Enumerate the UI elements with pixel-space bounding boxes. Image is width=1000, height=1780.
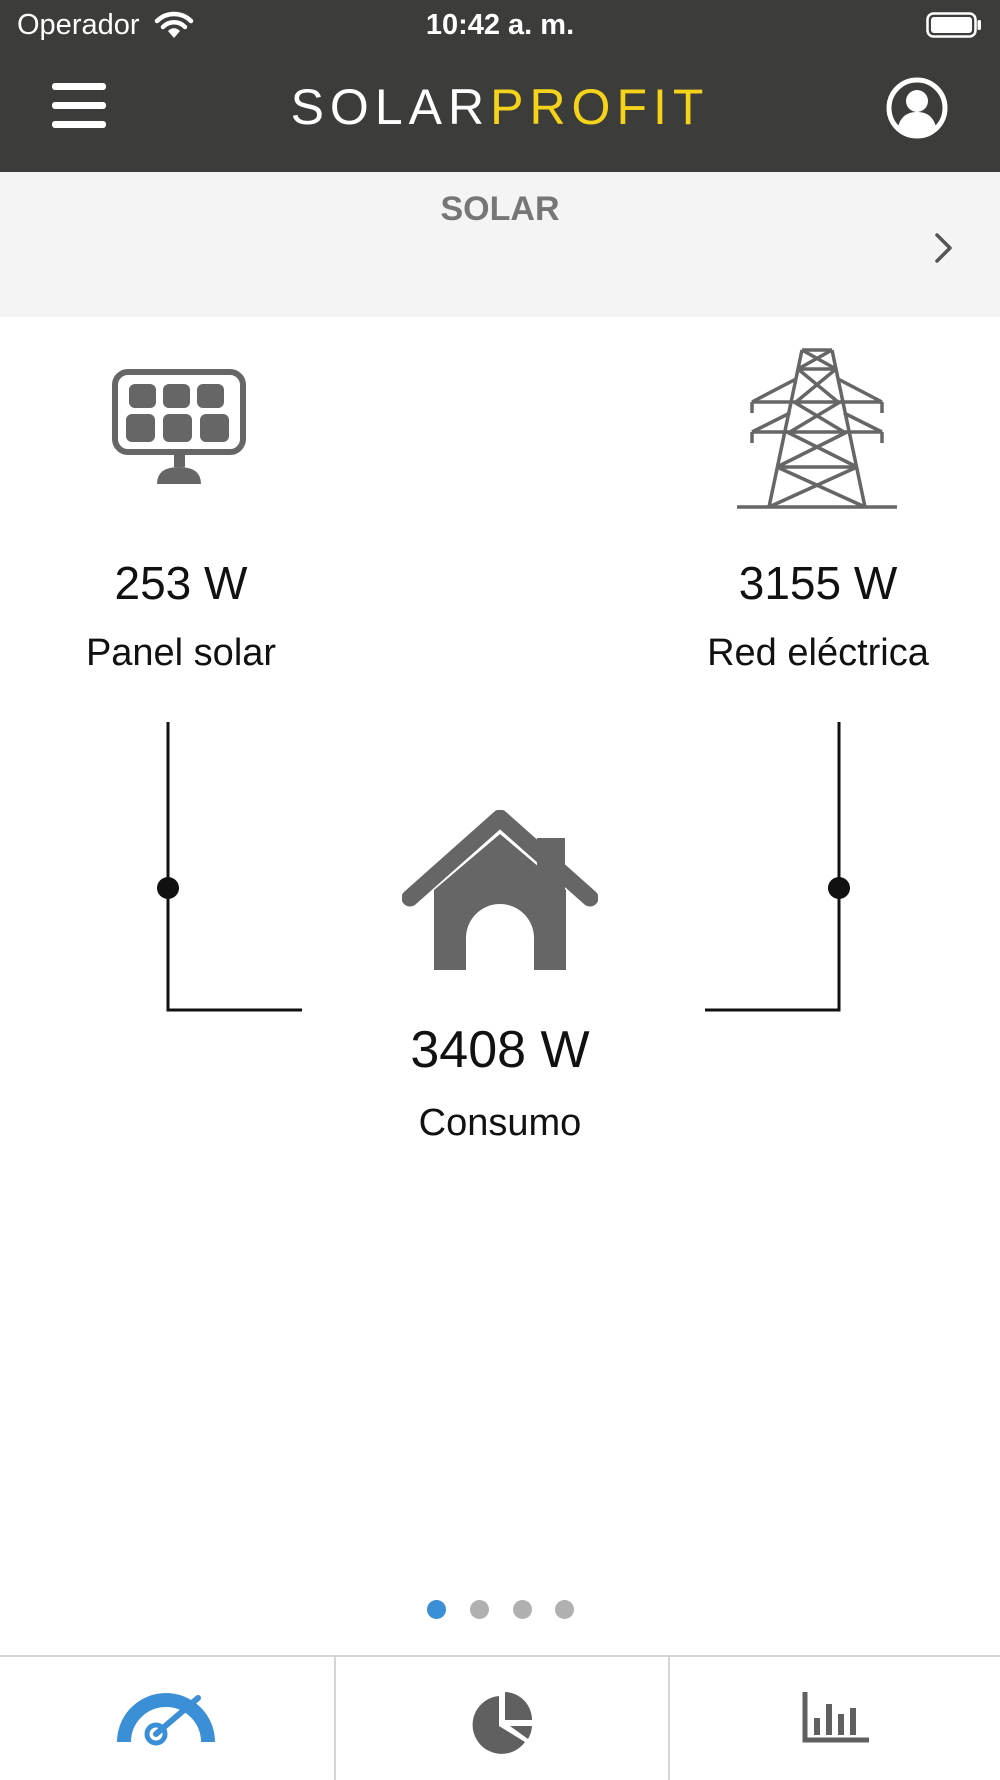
brand-logo-part-solar: SOLAR xyxy=(290,79,491,135)
wifi-icon xyxy=(154,11,194,38)
consumption-label: Consumo xyxy=(418,1102,582,1144)
grid-label: Red eléctrica xyxy=(707,632,929,674)
status-bar: Operador 10:42 a. m. xyxy=(0,0,1000,50)
consumption-value: 3408 W xyxy=(410,1021,590,1079)
page-dot-3[interactable] xyxy=(513,1600,532,1619)
clock: 10:42 a. m. xyxy=(425,9,575,41)
tab-dashboard[interactable] xyxy=(0,1657,332,1780)
power-tower-icon xyxy=(737,348,897,509)
carrier-name: Operador xyxy=(17,9,140,41)
tab-distribution[interactable] xyxy=(334,1657,668,1780)
brand-logo: SOLARPROFIT xyxy=(0,78,1000,136)
solar-panel-icon xyxy=(112,369,246,484)
battery-icon xyxy=(926,12,981,38)
hamburger-icon[interactable] xyxy=(52,83,106,129)
chevron-right-icon[interactable] xyxy=(928,228,958,268)
house-icon xyxy=(402,810,598,970)
page-dot-4[interactable] xyxy=(555,1600,574,1619)
page-indicator xyxy=(0,1600,1000,1620)
solar-power-value: 253 W xyxy=(114,557,248,609)
solar-flow-indicator xyxy=(157,877,179,899)
grid-flow-indicator xyxy=(828,877,850,899)
brand-logo-part-profit: PROFIT xyxy=(490,79,710,135)
grid-power-value: 3155 W xyxy=(738,557,898,609)
section-title: SOLAR xyxy=(440,190,560,228)
user-circle-icon[interactable] xyxy=(886,77,948,139)
page-dot-1[interactable] xyxy=(427,1600,446,1619)
gauge-icon xyxy=(117,1693,215,1746)
page-dot-2[interactable] xyxy=(470,1600,489,1619)
header-bar: SOLARPROFIT xyxy=(0,50,1000,172)
bar-chart-icon xyxy=(802,1692,869,1743)
tab-statistics[interactable] xyxy=(668,1657,1000,1780)
solar-label: Panel solar xyxy=(85,632,277,674)
section-selector: SOLAR xyxy=(0,172,1000,317)
pie-chart-icon xyxy=(472,1692,532,1754)
bottom-tab-bar xyxy=(0,1655,1000,1780)
